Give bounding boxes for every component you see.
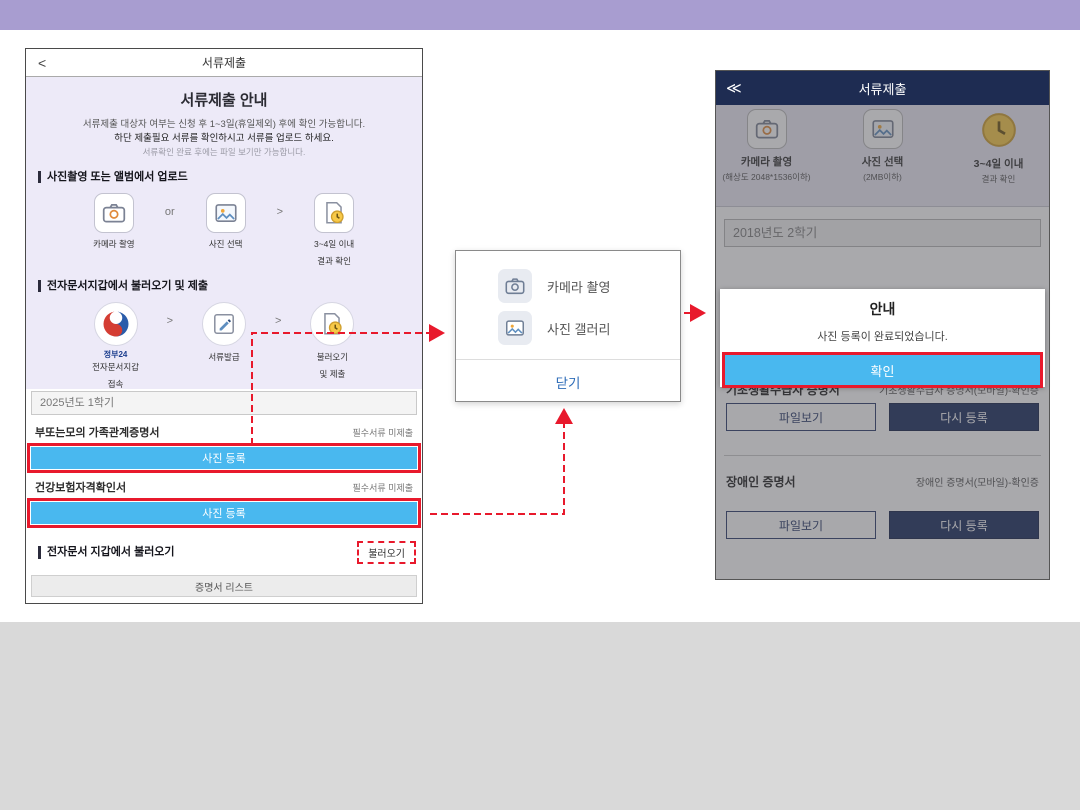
right-phone-screen: ≪ 서류제출 카메라 촬영 (해상도 2048*1536이하) 사진 선택 (2	[715, 70, 1050, 580]
step-load-submit: 불러오기 및 제출	[294, 302, 370, 380]
step-camera: 카메라 촬영 (해상도 2048*1536이하)	[718, 109, 816, 185]
step-load-label: 불러오기	[316, 352, 349, 363]
step-gallery-label: 사진 선택	[208, 238, 243, 249]
submission-guide-panel: 서류제출 안내 서류제출 대상자 여부는 신청 후 1~3일(휴일제외) 후에 …	[26, 77, 422, 389]
arrow-separator: >	[166, 315, 173, 328]
step-result: 3~4일 이내 결과 확인	[296, 192, 372, 267]
option-gallery[interactable]: 사진 갤러리	[456, 307, 680, 349]
document-status-badge: 필수서류 미제출	[352, 483, 413, 493]
left-phone-screen: < 서류제출 서류제출 안내 서류제출 대상자 여부는 신청 후 1~3일(휴일…	[25, 48, 423, 604]
step-wallet-label2: 접속	[107, 379, 124, 389]
document-row: 건강보험자격확인서 필수서류 미제출	[35, 479, 413, 495]
view-file-button[interactable]: 파일보기	[726, 511, 876, 539]
step-wallet-label: 전자문서지갑	[92, 362, 140, 373]
photo-register-button[interactable]: 사진 등록	[27, 443, 421, 473]
document-row: 장애인 증명서 장애인 증명서(모바일)-확인증	[726, 473, 1039, 490]
camera-icon	[93, 192, 134, 233]
re-register-button[interactable]: 다시 등록	[889, 403, 1039, 431]
back-icon[interactable]: ≪	[726, 80, 742, 97]
notice-line-3: 서류확인 완료 후에는 파일 보기만 가능합니다.	[142, 146, 306, 157]
step-camera-label: 카메라 촬영	[93, 238, 135, 249]
result-clock-icon	[314, 192, 355, 233]
upload-steps-panel: 카메라 촬영 (해상도 2048*1536이하) 사진 선택 (2MB이하) 3…	[716, 105, 1049, 207]
semester-header: 2018년도 2학기	[724, 219, 1041, 247]
arrow-separator: >	[275, 315, 282, 328]
document-issue-icon	[202, 302, 246, 347]
step-gallery: 사진 선택	[188, 192, 264, 250]
semester-header: 2025년도 1학기	[31, 391, 417, 415]
option-gallery-label: 사진 갤러리	[547, 321, 611, 337]
gov24-logo-icon	[93, 302, 138, 347]
document-actions: 파일보기 다시 등록	[726, 511, 1039, 539]
step-result-sub: 결과 확인	[981, 174, 1016, 184]
document-detail: 기초생활수급자 증명서(모바일)-확인증	[879, 386, 1039, 397]
or-separator: or	[164, 205, 175, 218]
step-camera-label: 카메라 촬영	[740, 156, 793, 168]
load-from-wallet-link[interactable]: 불러오기	[357, 541, 416, 564]
step-result-label2: 결과 확인	[317, 255, 351, 266]
step-result-label: 3~4일 이내	[313, 238, 355, 249]
top-banner	[0, 0, 1080, 30]
gov24-logo-text: 정부24	[103, 350, 128, 360]
document-actions: 파일보기 다시 등록	[726, 403, 1039, 431]
step-camera: 카메라 촬영	[76, 192, 152, 250]
option-camera-label: 카메라 촬영	[547, 279, 611, 295]
gallery-icon	[498, 311, 532, 345]
certificate-list-button[interactable]: 증명서 리스트	[31, 575, 417, 597]
document-name: 장애인 증명서	[726, 475, 796, 489]
wallet-steps: 정부24 전자문서지갑 접속 > 서류발급 > 불러오기 및 제출	[26, 302, 422, 389]
step-gallery: 사진 선택 (2MB이하)	[834, 109, 932, 185]
notice-line-1: 서류제출 대상자 여부는 신청 후 1~3일(휴일제외) 후에 확인 가능합니다…	[82, 119, 366, 130]
photo-source-popup: 카메라 촬영 사진 갤러리 닫기	[455, 250, 681, 402]
load-clock-icon	[310, 302, 355, 347]
document-status-badge: 필수서류 미제출	[352, 428, 413, 438]
upload-steps: 카메라 촬영 or 사진 선택 > 3~4일 이내 결과 확인	[26, 192, 422, 267]
upload-section-label: 사진촬영 또는 앨범에서 업로드	[38, 170, 422, 183]
alert-title: 안내	[869, 301, 896, 317]
step-gov24: 정부24 전자문서지갑 접속	[78, 302, 154, 389]
step-result-label: 3~4일 이내	[973, 158, 1024, 170]
wallet-section-label: 전자문서지갑에서 불러오기 및 제출	[38, 280, 422, 293]
view-file-button[interactable]: 파일보기	[726, 403, 876, 431]
back-icon[interactable]: <	[38, 54, 47, 71]
clock-icon	[978, 109, 1020, 151]
upload-steps: 카메라 촬영 (해상도 2048*1536이하) 사진 선택 (2MB이하) 3…	[716, 109, 1049, 185]
gallery-icon	[205, 192, 246, 233]
document-detail: 장애인 증명서(모바일)-확인증	[915, 478, 1039, 489]
option-camera[interactable]: 카메라 촬영	[456, 265, 680, 307]
popup-divider	[456, 359, 680, 360]
camera-icon	[498, 269, 532, 303]
gallery-icon	[862, 109, 903, 149]
close-button[interactable]: 닫기	[555, 376, 581, 391]
document-row: 부또는모의 가족관계증명서 필수서류 미제출	[35, 424, 413, 440]
left-phone-header: < 서류제출	[26, 49, 422, 77]
arrow-separator: >	[276, 205, 284, 218]
confirm-button[interactable]: 확인	[722, 352, 1043, 388]
notice-line-2: 하단 제출필요 서류를 확인하시고 서류를 업로드 하세요.	[114, 132, 334, 144]
document-name: 건강보험자격확인서	[35, 482, 127, 494]
step-issue-label: 서류발급	[208, 352, 240, 363]
step-gallery-sub: (2MB이하)	[863, 172, 902, 182]
completion-alert-dialog: 안내 사진 등록이 완료되었습니다. 확인	[720, 289, 1045, 388]
section-divider	[724, 455, 1041, 456]
page-title: 서류제출	[858, 81, 907, 97]
step-issue: 서류발급	[186, 302, 262, 363]
step-camera-sub: (해상도 2048*1536이하)	[722, 172, 811, 182]
step-result: 3~4일 이내 결과 확인	[950, 109, 1048, 185]
wallet-footer: 전자문서 지갑에서 불러오기 불러오기	[26, 541, 416, 564]
document-name: 부또는모의 가족관계증명서	[35, 427, 160, 439]
page-title: 서류제출	[201, 56, 247, 70]
bottom-band	[0, 622, 1080, 810]
camera-icon	[746, 109, 787, 149]
photo-register-button[interactable]: 사진 등록	[27, 498, 421, 528]
step-load-label2: 및 제출	[319, 369, 346, 380]
alert-message: 사진 등록이 완료되었습니다.	[817, 331, 948, 343]
re-register-button[interactable]: 다시 등록	[889, 511, 1039, 539]
step-gallery-label: 사진 선택	[861, 156, 904, 168]
notice-title: 서류제출 안내	[180, 92, 268, 109]
wallet-footer-label: 전자문서 지갑에서 불러오기	[38, 546, 175, 559]
right-phone-header: ≪ 서류제출	[716, 71, 1049, 105]
